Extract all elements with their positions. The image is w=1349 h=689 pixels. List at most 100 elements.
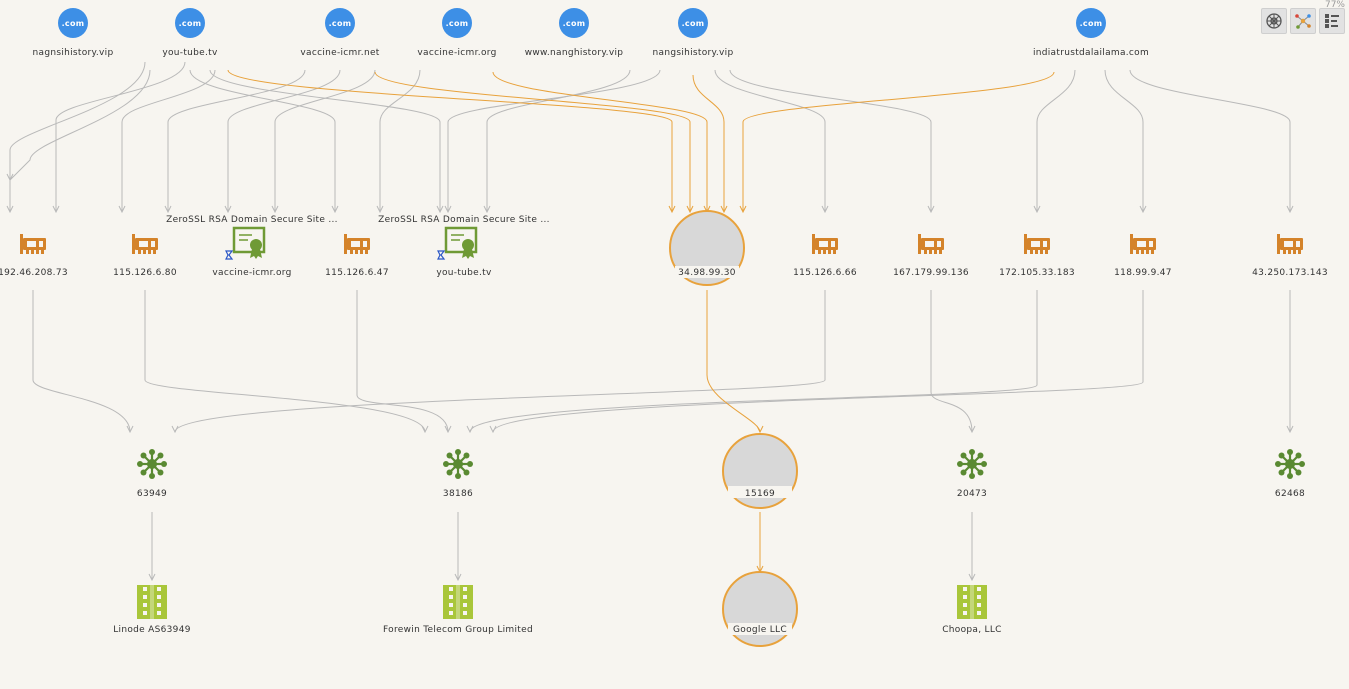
organization-node[interactable] — [137, 585, 167, 619]
certificate-label: vaccine-icmr.org — [212, 268, 291, 278]
domain-icon — [442, 8, 472, 38]
radial-icon — [1266, 13, 1282, 29]
asn-label: 20473 — [957, 489, 987, 499]
layout-tree-button[interactable] — [1319, 8, 1345, 34]
organization-icon — [137, 585, 167, 619]
asn-node[interactable] — [443, 449, 473, 479]
ip-node[interactable] — [20, 234, 46, 254]
ip-label: 167.179.99.136 — [893, 268, 969, 278]
domain-ip-edge — [189, 69, 336, 212]
network-card-icon — [20, 234, 46, 254]
domain-label: vaccine-icmr.net — [300, 48, 379, 58]
ip-node[interactable] — [1277, 234, 1303, 254]
layout-radial-button[interactable] — [1261, 8, 1287, 34]
domain-ip-edge — [714, 69, 826, 212]
organization-label: Choopa, LLC — [942, 625, 1002, 635]
asn-label: 38186 — [443, 489, 473, 499]
asn-hub-icon — [1275, 449, 1305, 479]
tree-icon — [1325, 14, 1339, 28]
network-card-icon — [1130, 234, 1156, 254]
domain-node[interactable]: .com — [1076, 8, 1106, 38]
network-card-icon — [812, 234, 838, 254]
asn-hub-icon — [137, 449, 167, 479]
ip-asn-edge — [492, 290, 1144, 433]
organization-node[interactable] — [957, 585, 987, 619]
domain-label: www.nanghistory.vip — [525, 48, 624, 58]
domain-node[interactable]: .com — [442, 8, 472, 38]
network-card-icon — [1277, 234, 1303, 254]
asn-label: 62468 — [1275, 489, 1305, 499]
domain-ip-edge — [729, 69, 932, 212]
certificate-title: ZeroSSL RSA Domain Secure Site ... — [378, 215, 550, 225]
network-card-icon — [344, 234, 370, 254]
domain-node[interactable]: .com — [58, 8, 88, 38]
domain-badge: .com — [563, 19, 586, 28]
domain-ip-edge — [379, 69, 421, 212]
label-background — [675, 266, 739, 278]
asn-node[interactable] — [1275, 449, 1305, 479]
domain-label: nangsihistory.vip — [653, 48, 734, 58]
domain-icon — [678, 8, 708, 38]
domain-label: indiatrustdalailama.com — [1033, 48, 1149, 58]
organization-label: Forewin Telecom Group Limited — [383, 625, 533, 635]
certificate-node[interactable] — [437, 226, 478, 260]
network-card-icon — [918, 234, 944, 254]
asn-node[interactable] — [137, 449, 167, 479]
ip-node[interactable] — [812, 234, 838, 254]
nodes-layer: .comnagnsihistory.vip.comyou-tube.tv.com… — [0, 8, 1328, 647]
domain-ip-edge — [9, 69, 151, 181]
ip-node[interactable] — [918, 234, 944, 254]
domain-ip-edge — [1129, 69, 1291, 212]
asn-hub-icon — [957, 449, 987, 479]
network-card-icon — [1024, 234, 1050, 254]
ip-node[interactable] — [344, 234, 370, 254]
asn-node[interactable] — [957, 449, 987, 479]
ip-node[interactable] — [132, 234, 158, 254]
label-background — [728, 486, 792, 498]
domain-ip-edge — [1104, 69, 1144, 212]
ip-label: 115.126.6.66 — [793, 268, 857, 278]
domain-ip-edge — [274, 69, 376, 212]
domain-ip-edge-highlight — [742, 71, 1055, 212]
ip-label: 34.98.99.30 — [678, 268, 736, 278]
domain-label: nagnsihistory.vip — [33, 48, 114, 58]
organization-icon — [443, 585, 473, 619]
domain-node[interactable]: .com — [325, 8, 355, 38]
ip-asn-edge — [174, 290, 826, 433]
asn-hub-icon — [443, 449, 473, 479]
ip-asn-edge — [469, 290, 1038, 433]
domain-ip-edge — [1036, 69, 1076, 212]
network-card-icon — [132, 234, 158, 254]
zoom-level: 77% — [1324, 0, 1345, 10]
domain-ip-edge — [486, 69, 631, 212]
domain-ip-edge-highlight — [227, 69, 673, 212]
domain-badge: .com — [179, 19, 202, 28]
layout-graph-button[interactable] — [1290, 8, 1316, 34]
edges-layer — [6, 61, 1294, 582]
domain-ip-edge-highlight — [492, 71, 708, 212]
ip-label: 172.105.33.183 — [999, 268, 1075, 278]
domain-node[interactable]: .com — [175, 8, 205, 38]
network-icon — [1295, 14, 1311, 29]
organization-node[interactable] — [443, 585, 473, 619]
domain-ip-edge — [167, 69, 306, 212]
ip-asn-edge — [930, 290, 973, 433]
domain-badge: .com — [446, 19, 469, 28]
domain-ip-edge-highlight — [374, 71, 691, 212]
asn-label: 15169 — [745, 489, 775, 499]
domain-node[interactable]: .com — [678, 8, 708, 38]
ip-node[interactable] — [1024, 234, 1050, 254]
domain-badge: .com — [1080, 19, 1103, 28]
domain-ip-edge — [9, 61, 146, 212]
domain-badge: .com — [62, 19, 85, 28]
ip-node[interactable] — [1130, 234, 1156, 254]
domain-node[interactable]: .com — [559, 8, 589, 38]
domain-icon — [325, 8, 355, 38]
domain-badge: .com — [329, 19, 352, 28]
domain-ip-edge — [209, 69, 441, 212]
certificate-node[interactable] — [225, 226, 266, 260]
ip-asn-edge — [144, 290, 426, 433]
certificate-title: ZeroSSL RSA Domain Secure Site ... — [166, 215, 338, 225]
ip-label: 43.250.173.143 — [1252, 268, 1328, 278]
